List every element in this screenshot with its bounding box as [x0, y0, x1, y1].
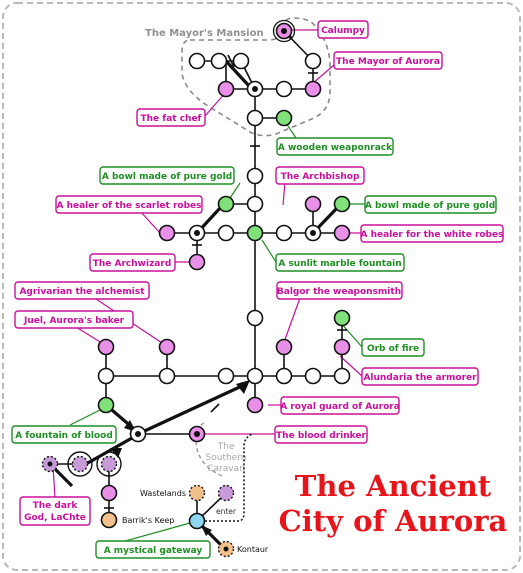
room-node-juel[interactable]	[97, 338, 115, 356]
label-archbishop: The Archbishop	[281, 172, 360, 182]
label-healer-scarlet: A healer of the scarlet robes	[57, 201, 202, 211]
label-marble-fountain: A sunlit marble fountain	[278, 259, 401, 269]
room-node-bowl-left[interactable]	[217, 195, 235, 213]
room-node-barriks-keep[interactable]	[100, 511, 118, 529]
room-node[interactable]	[210, 52, 228, 70]
room-node-alundaria[interactable]	[333, 338, 351, 356]
room-node[interactable]	[275, 80, 293, 98]
room-node[interactable]	[304, 52, 322, 70]
room-node[interactable]	[304, 367, 322, 385]
label-calumpy: Calumpy	[321, 26, 365, 36]
room-node-royal-guard[interactable]	[246, 396, 264, 414]
room-node[interactable]	[246, 309, 264, 327]
label-bowl-right: A bowl made of pure gold	[365, 201, 495, 211]
room-node-dark-god-2[interactable]	[71, 455, 89, 473]
room-node-caravan[interactable]	[217, 484, 235, 502]
room-node[interactable]	[158, 367, 176, 385]
hidden-path	[197, 433, 253, 522]
label-agrivarian: Agrivarian the alchemist	[19, 287, 145, 297]
room-node-healer-scarlet[interactable]	[158, 224, 176, 242]
node-inner-dots	[135, 28, 316, 437]
room-node[interactable]	[333, 367, 351, 385]
dark-god-ring-1	[67, 451, 93, 477]
label-royal-guard: A royal guard of Aurora	[280, 402, 400, 412]
room-node-fountain[interactable]	[246, 224, 264, 242]
label-wastelands: Wastelands	[140, 489, 186, 498]
room-node[interactable]	[246, 195, 264, 213]
room-node-wastelands[interactable]	[188, 484, 206, 502]
room-node-gateway[interactable]	[188, 512, 206, 530]
label-dark-god-1: The dark	[33, 501, 79, 511]
dashed-inner-dots	[47, 461, 229, 552]
room-node-bowl-right[interactable]	[333, 195, 351, 213]
room-node[interactable]	[97, 367, 115, 385]
label-kontaur: Kontaur	[237, 545, 269, 554]
label-dark-god-2: God, LaChte	[24, 513, 86, 523]
dashed-rooms	[41, 455, 235, 558]
caravan-label-2: Southern	[206, 453, 247, 463]
calumpy-ring	[272, 19, 296, 43]
room-node-mayor[interactable]	[304, 80, 322, 98]
label-weaponrack: A wooden weaponrack	[278, 143, 393, 153]
room-node-weaponrack[interactable]	[275, 109, 293, 127]
room-node[interactable]	[246, 167, 264, 185]
room-node-healer-white[interactable]	[333, 224, 351, 242]
caravan-label-1: The	[217, 442, 235, 452]
room-node-balgor[interactable]	[275, 338, 293, 356]
map-rooms	[97, 22, 351, 530]
room-node[interactable]	[100, 484, 118, 502]
room-node[interactable]	[217, 367, 235, 385]
label-balgor: Balgor the weaponsmith	[277, 287, 401, 297]
room-node-archwizard[interactable]	[188, 253, 206, 271]
label-bowl-left: A bowl made of pure gold	[102, 172, 232, 182]
label-orb-fire: Orb of fire	[367, 344, 419, 354]
room-node-agrivarian[interactable]	[158, 338, 176, 356]
map-title-line1: The Ancient	[295, 469, 492, 503]
room-node-dark-god-3[interactable]	[100, 455, 118, 473]
room-node[interactable]	[232, 52, 250, 70]
label-blood-drinker: The blood drinker	[276, 431, 366, 441]
dark-god-ring-2	[96, 451, 122, 477]
room-node[interactable]	[246, 367, 264, 385]
map-labels: Calumpy The Mayor of Aurora The fat chef…	[11, 20, 504, 559]
room-node[interactable]	[246, 109, 264, 127]
room-node[interactable]	[275, 367, 293, 385]
caravan-label-3: Caravan	[207, 464, 245, 474]
room-node[interactable]	[275, 224, 293, 242]
room-node[interactable]	[217, 224, 235, 242]
label-gateway: A mystical gateway	[104, 546, 203, 556]
mansion-region-label: The Mayor's Mansion	[145, 28, 264, 39]
room-node[interactable]	[188, 52, 206, 70]
label-juel: Juel, Aurora's baker	[23, 316, 125, 326]
label-healer-white: A healer for the white robes	[361, 230, 504, 240]
label-alundaria: Alundaria the armorer	[363, 373, 477, 383]
enter-label: enter	[216, 507, 237, 516]
label-fountain-blood: A fountain of blood	[15, 431, 113, 441]
label-barriks-keep: Barrik's Keep	[122, 516, 174, 525]
room-node-fountain-blood[interactable]	[97, 396, 115, 414]
room-node-orb[interactable]	[333, 309, 351, 327]
label-fat-chef: The fat chef	[141, 114, 202, 124]
caravan-boundary	[195, 421, 223, 477]
room-node-fat-chef[interactable]	[217, 80, 235, 98]
room-node-archbishop[interactable]	[304, 195, 322, 213]
label-mayor: The Mayor of Aurora	[336, 57, 440, 67]
map-title-line2: City of Aurora	[279, 504, 508, 538]
label-archwizard: The Archwizard	[93, 259, 172, 269]
door-marks	[104, 54, 347, 509]
